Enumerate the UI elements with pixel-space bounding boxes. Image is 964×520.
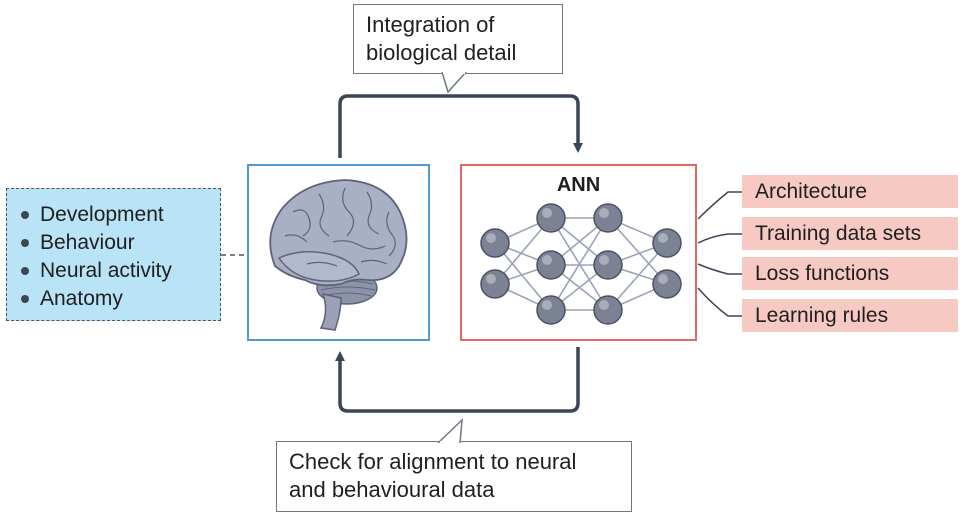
list-item-label: Anatomy: [40, 287, 123, 310]
network-node: [536, 250, 566, 280]
alignment-arrow: [335, 347, 580, 413]
tag-learning-rules: Learning rules: [742, 299, 958, 332]
bullet-icon: [21, 239, 29, 247]
component-brackets: [697, 191, 742, 317]
network-node: [593, 203, 623, 233]
integration-callout-tail: [441, 72, 467, 94]
list-item-label: Neural activity: [40, 259, 172, 282]
tag-loss-functions: Loss functions: [742, 257, 958, 290]
network-node: [480, 269, 510, 299]
list-item-label: Development: [40, 203, 164, 226]
integration-callout: Integration of biological detail: [353, 4, 563, 74]
tag-architecture: Architecture: [742, 175, 958, 208]
observation-list: Development Behaviour Neural activity An…: [6, 188, 221, 321]
network-node: [480, 228, 510, 258]
alignment-callout-tail: [437, 418, 463, 443]
tag-training-data-sets: Training data sets: [742, 217, 958, 250]
alignment-callout: Check for alignment to neural and behavi…: [276, 441, 632, 512]
bullet-icon: [21, 295, 29, 303]
network-node: [536, 295, 566, 325]
list-item-neural-activity: Neural activity: [21, 257, 220, 285]
alignment-callout-line1: Check for alignment to neural: [289, 449, 577, 474]
bullet-icon: [21, 211, 29, 219]
network-node: [536, 203, 566, 233]
list-item-label: Behaviour: [40, 231, 135, 254]
integration-arrow: [338, 94, 583, 158]
integration-callout-line2: biological detail: [366, 40, 517, 65]
integration-callout-line1: Integration of: [366, 12, 495, 37]
alignment-callout-line2: and behavioural data: [289, 477, 495, 502]
list-item-behaviour: Behaviour: [21, 229, 220, 257]
network-node: [652, 228, 682, 258]
brain-panel: [247, 164, 430, 341]
bullet-icon: [21, 267, 29, 275]
ann-panel: ANN: [460, 164, 697, 341]
network-node: [593, 250, 623, 280]
network-node: [593, 295, 623, 325]
ann-title: ANN: [556, 174, 601, 196]
network-node: [652, 269, 682, 299]
list-item-development: Development: [21, 201, 220, 229]
neural-network-icon: [480, 203, 682, 325]
brain-icon: [269, 179, 408, 331]
list-item-anatomy: Anatomy: [21, 285, 220, 313]
